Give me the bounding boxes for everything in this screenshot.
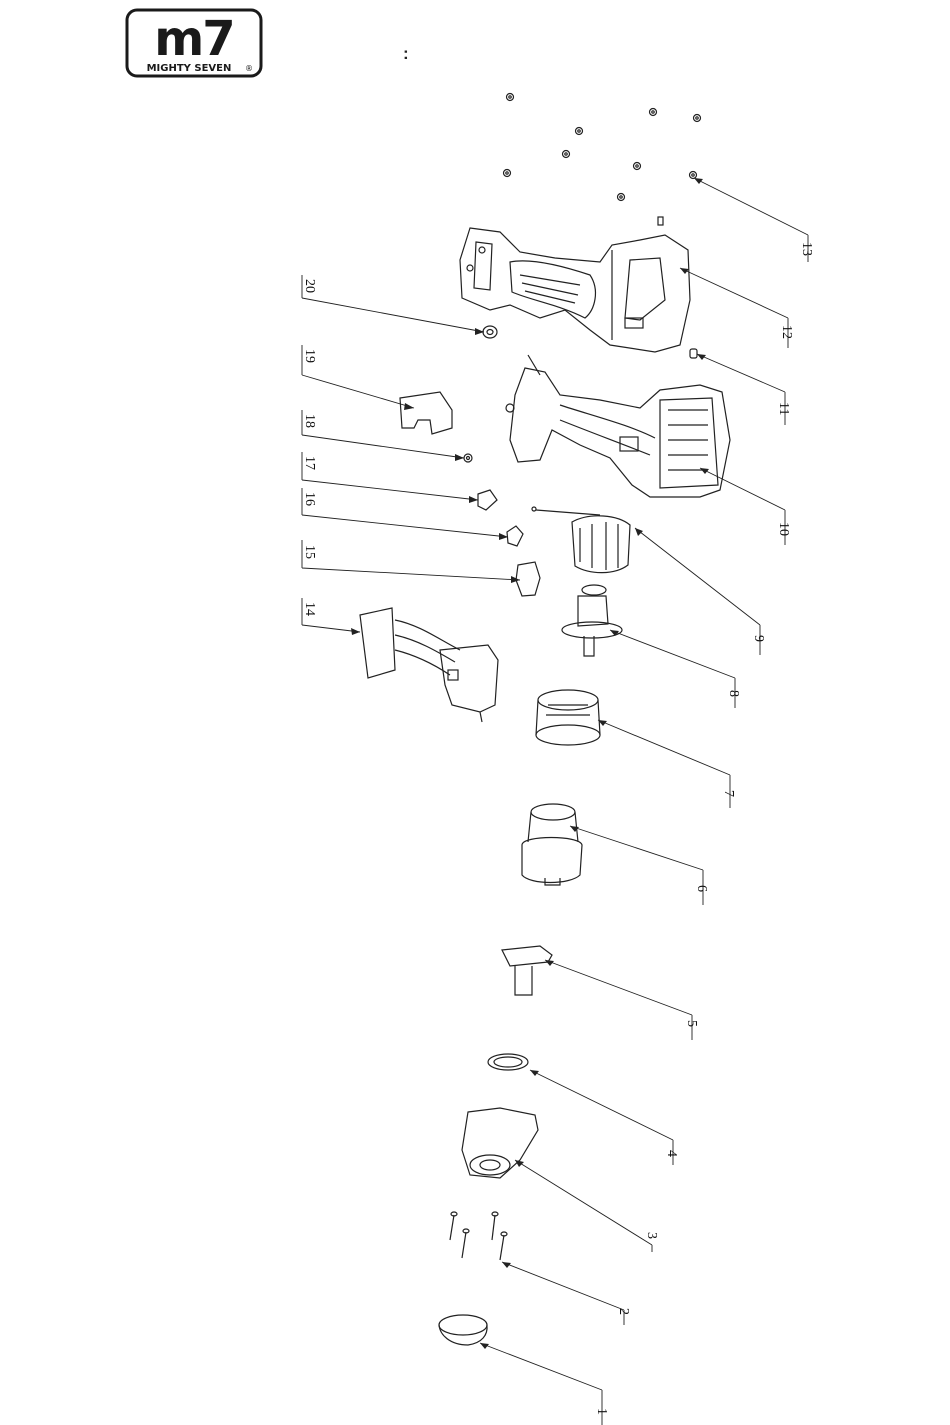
leader-line-16 xyxy=(302,488,508,537)
leader-line-20 xyxy=(302,275,484,332)
callout-10: 10 xyxy=(776,522,791,536)
callout-2: 2 xyxy=(616,1308,631,1315)
callout-9: 9 xyxy=(751,635,766,642)
part-2-long-screws xyxy=(450,1212,507,1260)
callout-19: 19 xyxy=(302,349,317,363)
callout-7: 7 xyxy=(721,790,736,797)
leader-line-5 xyxy=(545,960,692,1040)
callout-14: 14 xyxy=(302,602,317,616)
callout-16: 16 xyxy=(302,492,317,506)
part-7-ring-housing xyxy=(536,690,600,745)
leader-line-2 xyxy=(502,1262,624,1325)
leader-line-9 xyxy=(635,528,760,655)
part-15-bracket xyxy=(516,562,540,596)
part-9-stator xyxy=(532,507,630,573)
callout-3: 3 xyxy=(644,1232,659,1239)
leader-line-12 xyxy=(680,268,788,348)
part-14-switch-assembly xyxy=(360,608,498,722)
callout-6: 6 xyxy=(694,885,709,892)
part-16-small-plate xyxy=(507,526,523,546)
callout-12: 12 xyxy=(779,325,794,339)
part-10-housing-half xyxy=(506,355,730,497)
leader-line-1 xyxy=(480,1343,602,1425)
callout-8: 8 xyxy=(726,690,741,697)
part-20-washer xyxy=(483,326,497,338)
callout-17: 17 xyxy=(302,456,317,470)
callout-15: 15 xyxy=(302,545,317,559)
leader-line-15 xyxy=(302,540,520,580)
part-17-plate xyxy=(478,490,497,510)
part-12-housing-half xyxy=(460,228,690,352)
leader-line-13 xyxy=(694,178,808,262)
leader-line-6 xyxy=(570,826,703,905)
leader-line-19 xyxy=(302,345,414,408)
callout-13: 13 xyxy=(799,242,814,256)
callout-5: 5 xyxy=(684,1020,699,1027)
leader-line-7 xyxy=(598,720,730,808)
leader-line-18 xyxy=(302,410,464,458)
callout-4: 4 xyxy=(664,1150,679,1157)
callout-18: 18 xyxy=(302,414,317,428)
part-4-o-ring xyxy=(488,1054,528,1070)
callout-11: 11 xyxy=(776,402,791,415)
callout-1: 1 xyxy=(594,1408,609,1415)
leader-line-4 xyxy=(530,1070,673,1165)
leader-line-10 xyxy=(700,468,785,545)
part-19-belt-clip xyxy=(400,392,452,434)
part-1-nose-cap xyxy=(439,1315,487,1345)
leader-line-17 xyxy=(302,452,478,500)
leader-line-11 xyxy=(697,354,785,425)
part-13-screws xyxy=(504,94,701,226)
callout-20: 20 xyxy=(302,279,317,293)
part-8-rotor xyxy=(562,585,622,656)
part-6-gear-assembly xyxy=(522,804,582,885)
part-5-anvil xyxy=(502,946,552,995)
part-11-pin xyxy=(690,349,697,358)
leader-line-8 xyxy=(610,630,735,708)
leader-line-3 xyxy=(515,1160,652,1252)
part-18-bolt xyxy=(464,454,472,462)
